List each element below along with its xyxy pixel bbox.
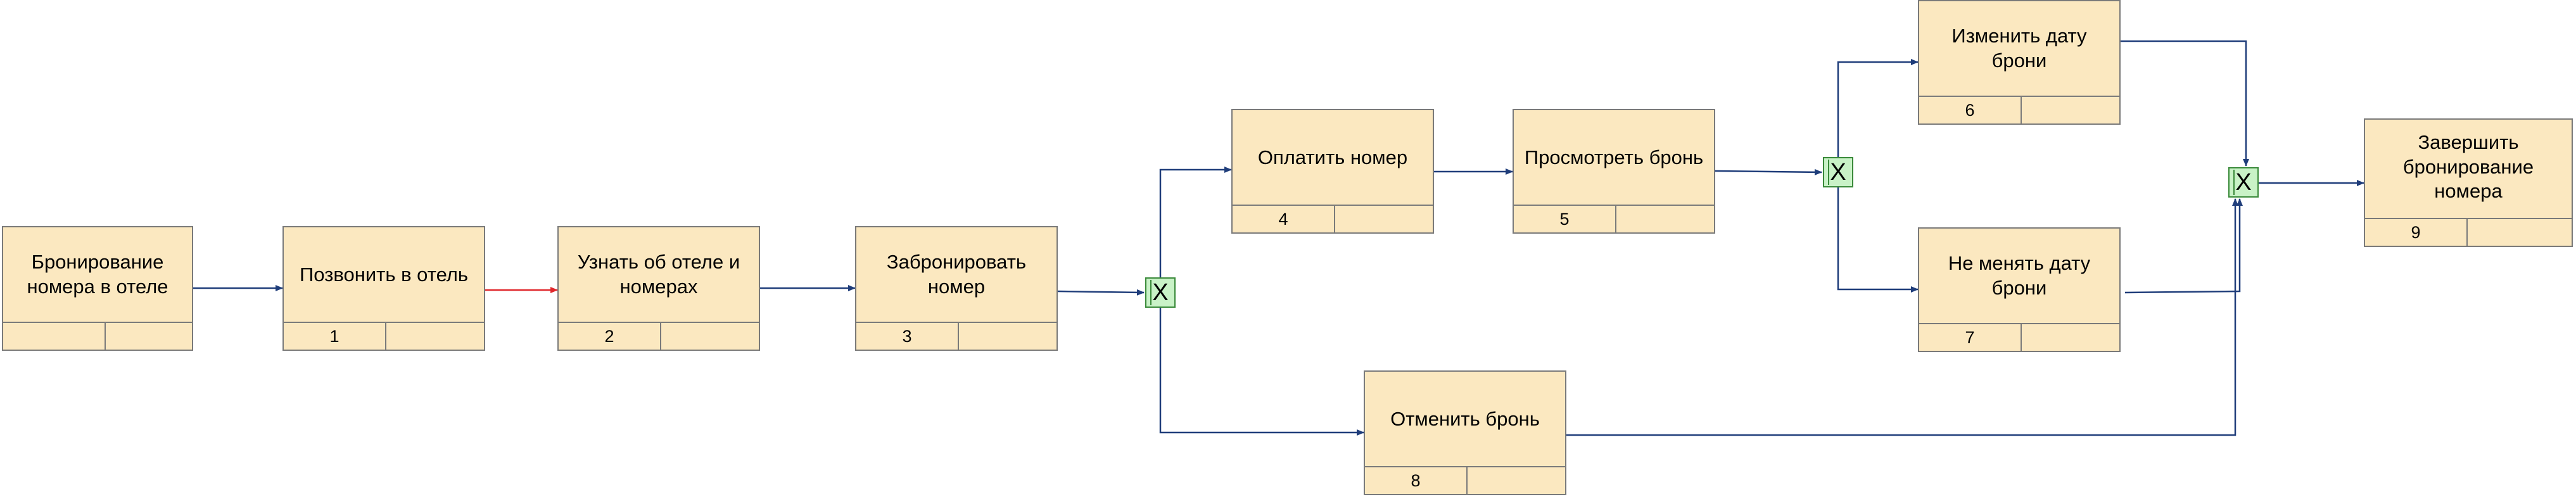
box-number: 3 — [856, 323, 959, 350]
step-box-6[interactable]: Изменить дату брони 6 — [1918, 0, 2121, 125]
box-label: Бронирование номера в отеле — [27, 251, 168, 298]
box-number: 9 — [2365, 219, 2468, 246]
box-number: 6 — [1919, 97, 2022, 123]
box-number: 7 — [1919, 324, 2022, 351]
step-box-4[interactable]: Оплатить номер 4 — [1231, 109, 1434, 234]
step-box-9[interactable]: Завершить бронирование номера 9 — [2364, 118, 2573, 247]
step-box-1[interactable]: Позвонить в отель 1 — [282, 226, 485, 351]
box-number: 1 — [284, 323, 386, 350]
box-label: Забронировать номер — [886, 251, 1027, 298]
xor-junction-icon[interactable]: X — [1145, 277, 1176, 308]
box-footer: 9 — [2365, 218, 2572, 246]
edge-3-to-gate1 — [1057, 289, 1145, 296]
step-box-3[interactable]: Забронировать номер 3 — [855, 226, 1058, 351]
edge-8-to-gate3 — [1566, 198, 2238, 436]
box-number: 2 — [559, 323, 661, 350]
step-box-5[interactable]: Просмотреть бронь 5 — [1513, 109, 1715, 234]
box-footer: 6 — [1919, 96, 2119, 123]
box-footer: 3 — [856, 322, 1056, 350]
box-label: Не менять дату брони — [1948, 252, 2091, 299]
box-footer: 4 — [1233, 205, 1433, 232]
edge-gate2-to-6 — [1837, 59, 1919, 157]
box-label: Изменить дату брони — [1951, 25, 2087, 72]
box-footer — [3, 322, 192, 350]
box-label: Позвонить в отель — [299, 263, 469, 286]
box-label: Отменить бронь — [1390, 407, 1540, 430]
box-footer: 2 — [559, 322, 759, 350]
box-label: Просмотреть бронь — [1524, 146, 1704, 168]
box-label: Узнать об отеле и номерах — [577, 251, 740, 298]
edge-gate1-to-8 — [1159, 306, 1364, 436]
edge-gate2-to-7 — [1837, 187, 1919, 293]
edge-6-to-gate3 — [2121, 40, 2249, 167]
box-number: 4 — [1233, 206, 1335, 232]
edge-7-to-gate3 — [2124, 198, 2243, 294]
box-number: 5 — [1514, 206, 1616, 232]
step-box-7[interactable]: Не менять дату брони 7 — [1918, 227, 2121, 352]
xor-junction-icon[interactable]: X — [1823, 157, 1853, 187]
box-footer: 1 — [284, 322, 484, 350]
box-label: Завершить бронирование номера — [2402, 130, 2534, 203]
edge-5-to-gate2 — [1715, 168, 1822, 175]
step-box-2[interactable]: Узнать об отеле и номерах 2 — [557, 226, 760, 351]
box-footer: 8 — [1365, 466, 1565, 494]
start-box[interactable]: Бронирование номера в отеле — [2, 226, 193, 351]
xor-junction-icon[interactable]: X — [2228, 167, 2259, 198]
step-box-8[interactable]: Отменить бронь 8 — [1364, 370, 1566, 495]
box-number — [3, 323, 106, 350]
box-footer: 7 — [1919, 323, 2119, 351]
box-footer: 5 — [1514, 205, 1714, 232]
box-number: 8 — [1365, 467, 1468, 494]
box-label: Оплатить номер — [1257, 146, 1408, 168]
edge-gate1-to-4 — [1159, 167, 1232, 277]
